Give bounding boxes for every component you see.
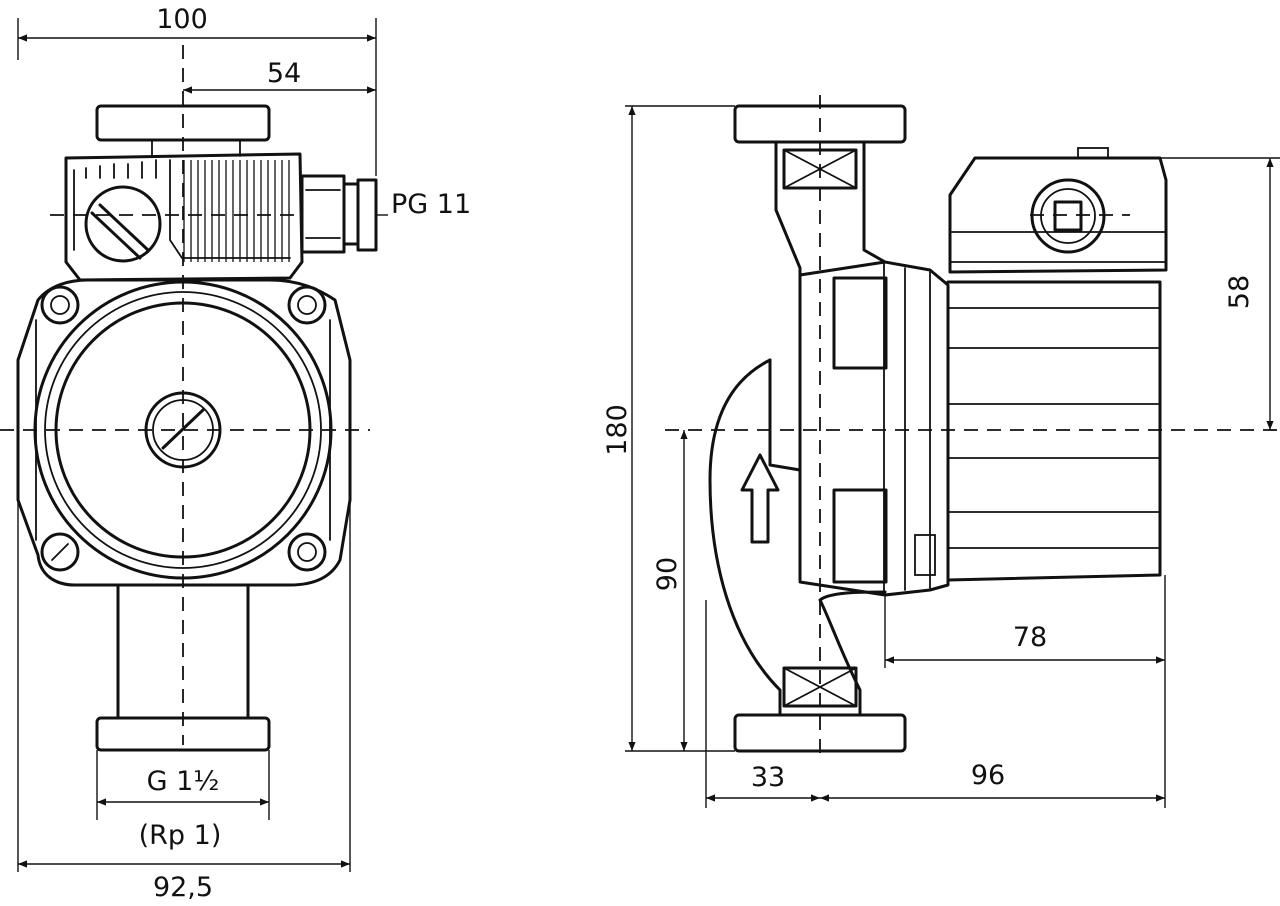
bottom-flange bbox=[95, 716, 271, 752]
bolt-top-left-icon bbox=[40, 285, 80, 325]
side-top-flange bbox=[733, 104, 907, 144]
motor-flange bbox=[798, 260, 950, 597]
label-thread-inner: (Rp 1) bbox=[139, 820, 222, 851]
dim-height-motor: 58 bbox=[1224, 275, 1255, 309]
bolt-top-right-icon bbox=[287, 285, 327, 325]
cable-gland bbox=[300, 174, 378, 254]
dim-height-overall: 180 bbox=[602, 404, 633, 456]
front-view: 100 54 PG 11 G 1½ (Rp 1) 92,5 bbox=[0, 4, 471, 903]
side-view: 180 90 58 78 33 96 bbox=[602, 95, 1280, 808]
dim-axis-height: 90 bbox=[652, 557, 683, 591]
motor-outer-ring bbox=[33, 280, 333, 580]
side-cable-gland bbox=[1030, 178, 1106, 254]
dim-depth: 96 bbox=[971, 760, 1005, 791]
label-thread: G 1½ bbox=[147, 766, 220, 797]
dim-width-overall: 100 bbox=[156, 4, 208, 35]
dim-offset-box: 54 bbox=[267, 58, 301, 89]
dim-inlet-offset: 33 bbox=[751, 762, 785, 793]
motor-face bbox=[54, 301, 312, 559]
upper-pipe bbox=[774, 140, 887, 582]
vent-screw bbox=[144, 391, 222, 469]
dim-width-body: 92,5 bbox=[153, 872, 213, 903]
bottom-neck bbox=[116, 583, 250, 720]
flow-direction-arrow-icon bbox=[740, 453, 780, 544]
bolt-bottom-left-icon bbox=[40, 532, 80, 572]
side-bottom-flange bbox=[733, 713, 907, 753]
volute-housing bbox=[708, 358, 887, 717]
motor-body bbox=[946, 280, 1162, 582]
label-cable-gland: PG 11 bbox=[391, 189, 471, 220]
dim-motor-length: 78 bbox=[1013, 622, 1047, 653]
top-flange bbox=[95, 104, 271, 142]
cooling-fins bbox=[183, 160, 290, 262]
bolt-bottom-right-icon bbox=[287, 532, 327, 572]
pump-housing bbox=[16, 278, 352, 587]
terminal-box bbox=[64, 152, 304, 282]
side-terminal-box bbox=[948, 156, 1168, 274]
speed-selector-knob bbox=[84, 185, 162, 263]
